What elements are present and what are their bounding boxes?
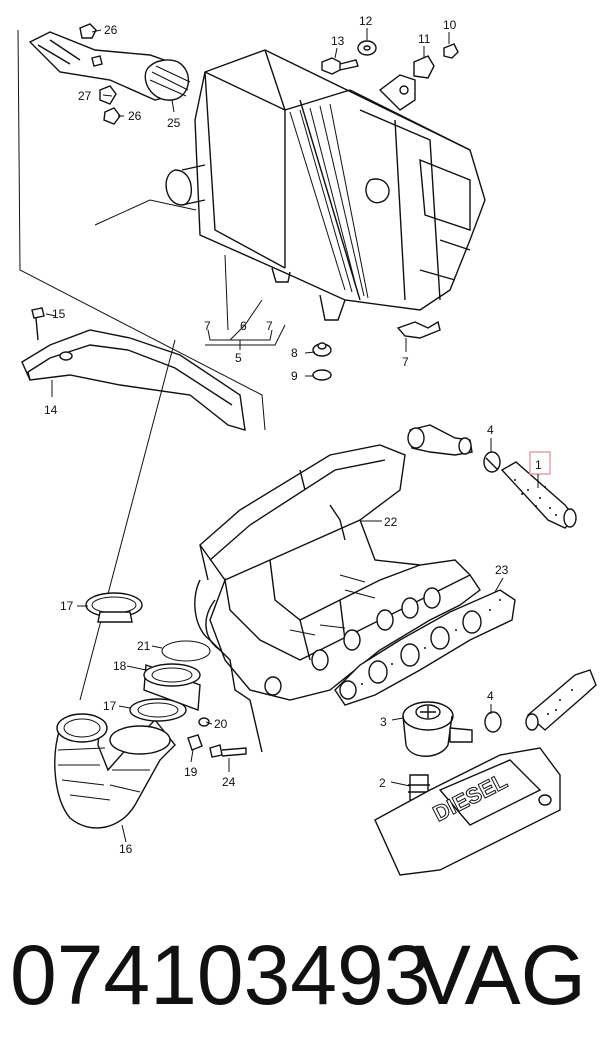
label-7-left: 7 — [204, 319, 211, 333]
hose-clamp-4-top — [483, 451, 501, 473]
label-16: 16 — [119, 842, 133, 856]
pressure-regulator-3 — [402, 701, 473, 757]
bracket-14 — [21, 307, 246, 431]
label-7-right: 7 — [402, 355, 409, 369]
hardware-19-20-24 — [187, 717, 247, 758]
label-26-bottom: 26 — [128, 109, 142, 123]
label-17-bottom: 17 — [103, 699, 117, 713]
label-17-top: 17 — [60, 599, 74, 613]
parts-diagram: DIESEL — [17, 14, 597, 876]
breather-elbow — [407, 424, 473, 456]
label-11: 11 — [418, 32, 431, 46]
label-3: 3 — [380, 715, 387, 729]
label-7-mid: 7 — [266, 319, 273, 333]
label-25: 25 — [167, 116, 181, 130]
air-filter-housing — [165, 49, 486, 321]
hose-clamp-4-bottom — [484, 711, 502, 733]
breather-hose-1 — [500, 461, 577, 529]
part-number: 074103493 — [10, 928, 431, 1022]
label-24: 24 — [222, 775, 236, 789]
label-23: 23 — [495, 563, 509, 577]
label-4-bottom: 4 — [487, 689, 494, 703]
label-14: 14 — [44, 403, 58, 417]
intake-pipe-top — [28, 31, 191, 101]
label-27: 27 — [78, 89, 92, 103]
small-parts-mid — [312, 320, 441, 381]
manifold-gasket-23 — [334, 589, 516, 706]
guide-lines — [17, 29, 286, 701]
label-8: 8 — [291, 346, 298, 360]
brand-name: VAG — [414, 928, 586, 1022]
label-15: 15 — [52, 307, 66, 321]
label-9: 9 — [291, 369, 298, 383]
label-13: 13 — [331, 34, 345, 48]
label-4-top: 4 — [487, 423, 494, 437]
adapter-18 — [143, 663, 201, 711]
label-26-top: 26 — [104, 23, 118, 37]
intake-manifold — [194, 444, 481, 753]
label-21: 21 — [137, 639, 151, 653]
label-1: 1 — [535, 458, 542, 472]
leader-lines — [45, 28, 539, 843]
caption-bar: 074103493 VAG — [0, 920, 600, 1030]
part-labels: 26 27 26 25 13 12 11 10 15 14 7 6 7 5 8 … — [44, 14, 542, 856]
label-12: 12 — [359, 14, 373, 28]
label-1-highlight — [529, 451, 551, 475]
label-10: 10 — [443, 18, 457, 32]
valve-cover: DIESEL — [374, 747, 561, 876]
label-19: 19 — [184, 765, 198, 779]
label-18: 18 — [113, 659, 127, 673]
label-5: 5 — [235, 351, 242, 365]
hardware-top — [79, 23, 459, 125]
label-22: 22 — [384, 515, 398, 529]
seal-21 — [161, 640, 211, 662]
clamp-17-lower — [129, 698, 187, 722]
label-6: 6 — [240, 319, 247, 333]
hose-lower — [525, 669, 597, 731]
label-2: 2 — [379, 776, 386, 790]
intake-hose-16 — [54, 713, 176, 829]
hose-clamp-17-top — [85, 592, 143, 623]
label-20: 20 — [214, 717, 228, 731]
